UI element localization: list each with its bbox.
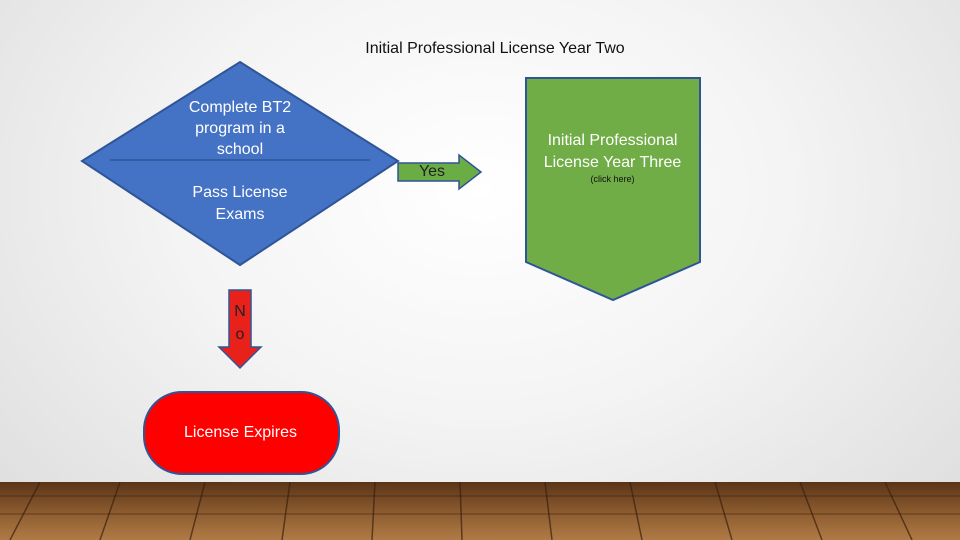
no-label: N o bbox=[229, 300, 251, 346]
next-step-label: Initial Professional License Year Three bbox=[543, 132, 682, 171]
no-label-line1: N bbox=[234, 303, 246, 320]
no-label-line2: o bbox=[235, 326, 245, 343]
yes-label: Yes bbox=[418, 163, 446, 180]
wood-floor bbox=[0, 482, 960, 540]
decision-top-label: Complete BT2 program in a school bbox=[188, 99, 292, 158]
license-expires-box[interactable] bbox=[143, 391, 340, 475]
yes-arrow[interactable] bbox=[397, 153, 483, 191]
slide-title: Initial Professional License Year Two bbox=[365, 40, 625, 57]
no-arrow[interactable] bbox=[217, 289, 263, 370]
license-expires-label: License Expires bbox=[184, 424, 297, 441]
next-step-pentagon[interactable] bbox=[525, 77, 701, 302]
decision-bottom-label: Pass License Exams bbox=[192, 184, 288, 223]
click-here-link[interactable]: (click here) bbox=[590, 174, 635, 184]
decision-diamond bbox=[80, 60, 400, 267]
